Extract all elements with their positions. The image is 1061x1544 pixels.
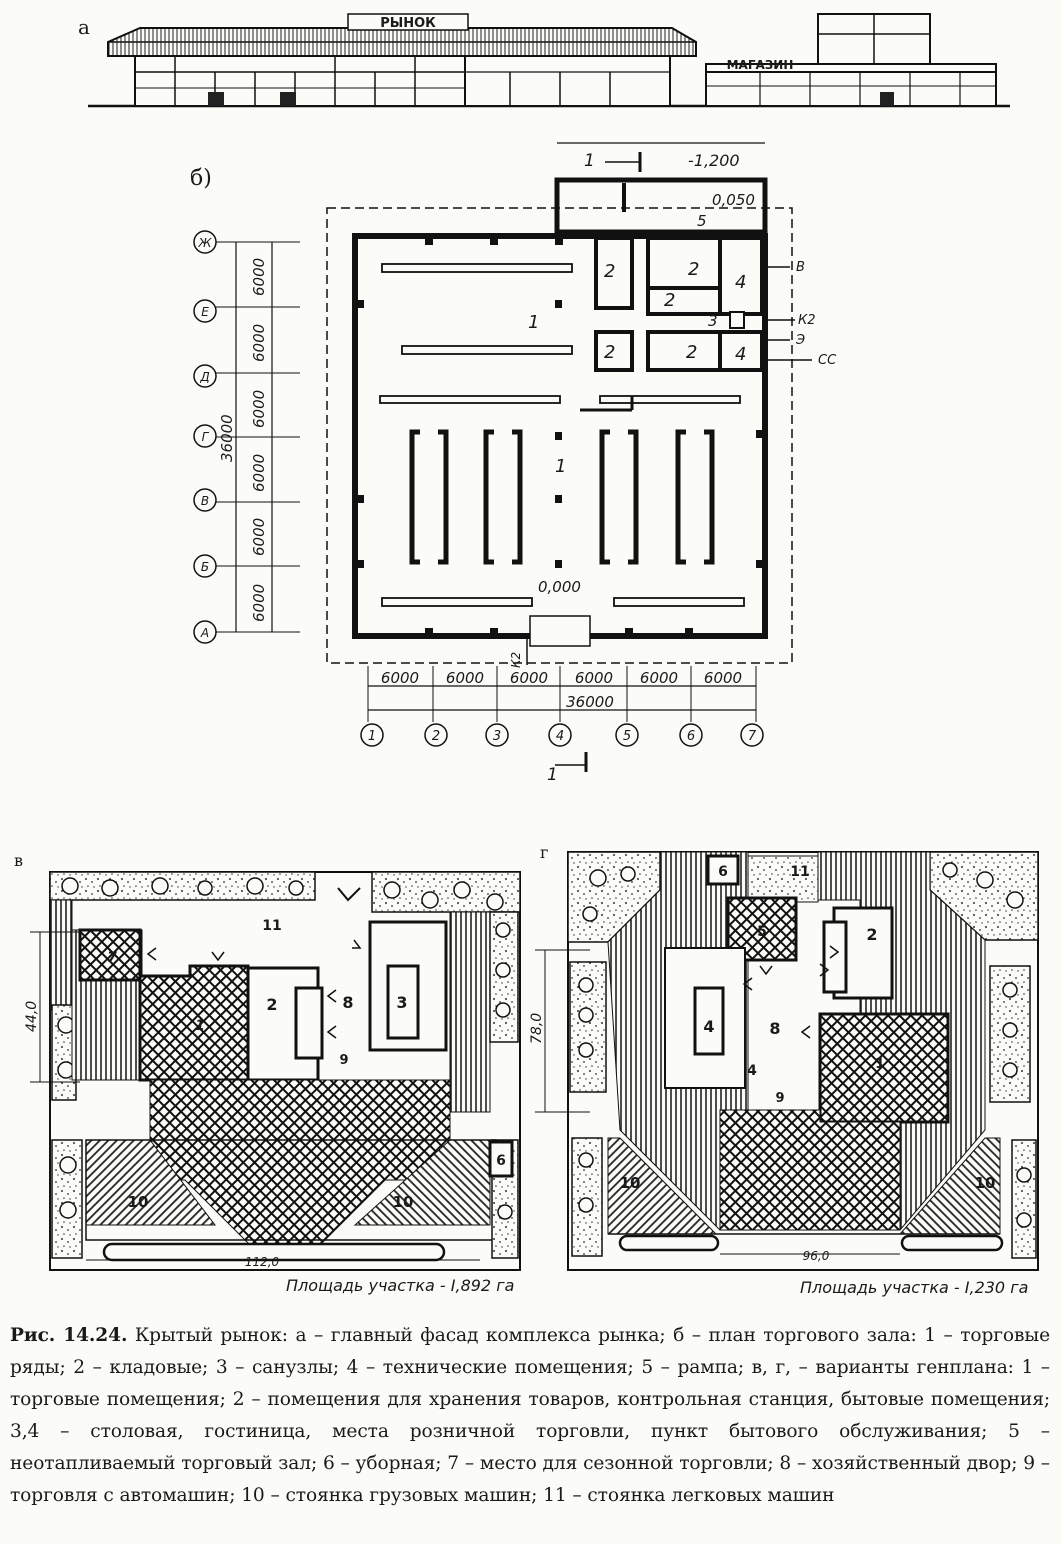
row-dim-5: 6000 — [250, 518, 268, 556]
site-v-label-11: 11 — [262, 918, 281, 934]
section-mark-bottom: 1 — [547, 765, 558, 785]
site-g-label-8: 8 — [769, 1019, 780, 1038]
site-g-label-11: 11 — [790, 864, 809, 880]
row-dim-3: 6000 — [250, 390, 268, 428]
facade-letter: а — [78, 15, 90, 39]
caption-title: Рис. 14.24. — [10, 1325, 128, 1346]
site-g-label-10a: 10 — [620, 1174, 641, 1192]
site-g-label-6: 6 — [718, 864, 728, 880]
plan-letter: б) — [190, 166, 212, 191]
col-marker-3: 3 — [493, 729, 501, 744]
room-label-4b: 4 — [735, 344, 746, 365]
site-g-area: Площадь участка - I,230 га — [800, 1278, 1029, 1297]
room-label-2c: 2 — [664, 290, 675, 311]
room-label-2d: 2 — [604, 342, 615, 363]
level-top: -1,200 — [688, 151, 740, 170]
site-g-letter: г — [540, 843, 548, 862]
figure-caption: Рис. 14.24. Крытый рынок: а – главный фа… — [10, 1320, 1050, 1512]
site-g-label-2: 2 — [866, 925, 877, 944]
site-v-label-1: 1 — [195, 1018, 205, 1034]
room-label-2e: 2 — [686, 342, 697, 363]
floor-plan: б) 1 -1,200 0,050 5 — [190, 142, 837, 785]
site-v-label-10b: 10 — [393, 1193, 414, 1211]
row-marker-e: Е — [201, 305, 209, 319]
sign-market: РЫНОК — [380, 16, 436, 31]
col-dim-3: 6000 — [510, 669, 548, 687]
site-v-dim-vertical: 44,0 — [24, 1001, 40, 1032]
level-ramp: 0,050 — [712, 191, 755, 209]
total-vertical-dim: 36000 — [218, 414, 236, 462]
utility-v: В — [796, 260, 805, 275]
row-marker-g: Г — [202, 430, 210, 444]
room-label-5: 5 — [697, 212, 707, 230]
col-marker-6: 6 — [687, 729, 695, 744]
site-g-dim-vertical: 78,0 — [530, 1013, 545, 1044]
room-label-1-top: 1 — [528, 312, 539, 333]
site-g-label-10b: 10 — [975, 1174, 996, 1192]
room-label-2a: 2 — [604, 261, 615, 282]
facade-drawing: а РЫНОК МАГАЗИН — [78, 13, 1010, 108]
col-marker-2: 2 — [432, 729, 440, 744]
utility-ss: СС — [818, 353, 837, 368]
row-dim-4: 6000 — [250, 454, 268, 492]
row-marker-d: Д — [199, 370, 209, 384]
col-dim-5: 6000 — [640, 669, 678, 687]
section-mark-top: 1 — [584, 151, 595, 171]
utility-e: Э — [795, 333, 805, 348]
site-v-label-7: 7 — [107, 950, 117, 966]
site-v-label-9: 9 — [339, 1053, 348, 1068]
site-v-label-10a: 10 — [128, 1193, 149, 1211]
level-floor: 0,000 — [538, 578, 581, 596]
col-marker-7: 7 — [748, 729, 757, 744]
col-marker-5: 5 — [623, 729, 631, 744]
site-plan-g: г 6 11 5 2 4 8 4 1 9 10 10 — [530, 843, 1039, 1271]
site-g-label-5: 5 — [757, 924, 767, 940]
utility-k2-bottom: К2 — [509, 652, 523, 668]
site-v-dim-horizontal: 112,0 — [245, 1255, 280, 1269]
col-marker-4: 4 — [556, 729, 564, 744]
site-g-dim-horizontal: 96,0 — [803, 1249, 830, 1263]
row-marker-zh: Ж — [198, 236, 213, 250]
row-marker-b: Б — [201, 560, 209, 574]
total-horizontal-dim: 36000 — [566, 693, 614, 711]
site-g-label-9: 9 — [775, 1091, 784, 1106]
caption-text: Крытый рынок: а – главный фасад комплекс… — [10, 1325, 1050, 1506]
site-v-letter: в — [14, 851, 23, 870]
room-label-1-mid: 1 — [555, 456, 566, 477]
site-v-label-6: 6 — [496, 1153, 506, 1169]
site-v-building-1 — [138, 964, 250, 1082]
row-dim-6: 6000 — [250, 584, 268, 622]
sign-shop: МАГАЗИН — [727, 58, 794, 72]
site-g-building-1 — [818, 1012, 950, 1124]
site-plan-v: в 7 1 2 8 3 11 9 10 — [14, 851, 521, 1271]
row-marker-a: А — [200, 626, 209, 640]
site-g-label-4b: 4 — [747, 1063, 757, 1079]
room-label-2b: 2 — [688, 259, 699, 280]
col-dim-6: 6000 — [704, 669, 742, 687]
col-dim-2: 6000 — [446, 669, 484, 687]
room-label-4a: 4 — [735, 272, 746, 293]
row-marker-v: В — [201, 494, 209, 508]
site-v-label-2: 2 — [266, 995, 277, 1014]
site-v-area: Площадь участка - I,892 га — [286, 1276, 515, 1295]
utility-k2: К2 — [798, 313, 816, 328]
col-dim-1: 6000 — [381, 669, 419, 687]
site-v-label-3: 3 — [396, 993, 407, 1012]
site-g-label-4a: 4 — [703, 1017, 714, 1036]
col-marker-1: 1 — [368, 729, 376, 744]
room-label-3: 3 — [708, 312, 718, 330]
col-dim-4: 6000 — [575, 669, 613, 687]
row-dim-1: 6000 — [250, 258, 268, 296]
row-dim-2: 6000 — [250, 324, 268, 362]
site-v-label-8: 8 — [342, 993, 353, 1012]
site-g-label-1: 1 — [875, 1056, 885, 1072]
